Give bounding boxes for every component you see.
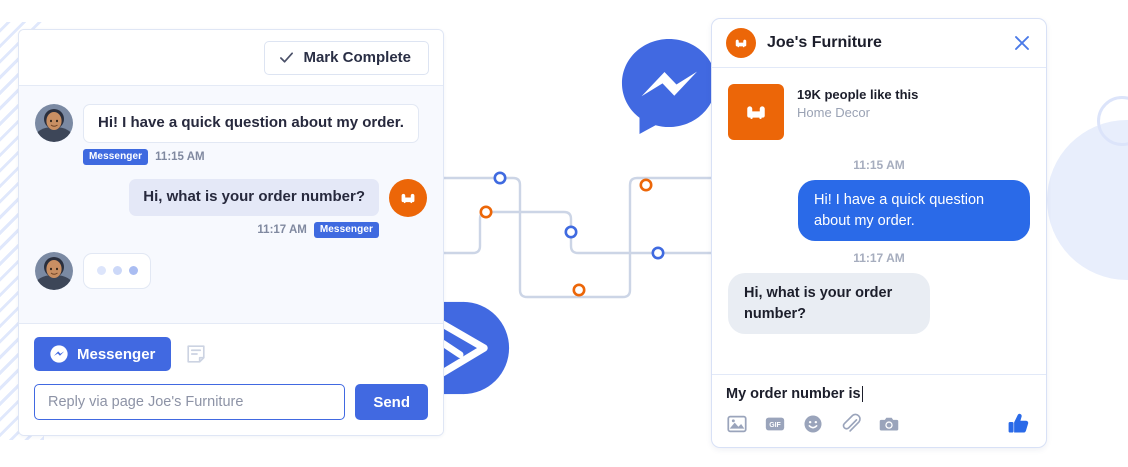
connector-node-blue-3	[651, 246, 665, 260]
messenger-composer: My order number is GIF	[712, 374, 1046, 447]
thumbs-up-icon[interactable]	[1006, 411, 1032, 437]
reply-composer: Messenger Send	[19, 323, 443, 435]
composer-tabs: Messenger	[34, 337, 428, 371]
agent-inbox-panel: Mark Complete	[18, 29, 444, 436]
composer-row: Send	[34, 384, 428, 420]
page-thumbnail	[728, 84, 784, 140]
connector-diagram	[418, 171, 738, 299]
inbox-toolbar: Mark Complete	[19, 30, 443, 86]
checkmark-icon	[280, 52, 294, 63]
messenger-window-header: Joe's Furniture	[712, 19, 1046, 68]
typing-dot	[128, 266, 138, 275]
armchair-icon	[735, 39, 747, 48]
message-timestamp: 11:15 AM	[853, 158, 905, 172]
typing-dot	[96, 266, 106, 275]
page-category: Home Decor	[797, 105, 870, 120]
tab-messenger-label: Messenger	[77, 345, 156, 363]
messenger-window-title: Joe's Furniture	[767, 34, 882, 51]
messenger-window-body: 19K people like this Home Decor 11:15 AM…	[712, 68, 1046, 374]
messenger-logo-icon	[621, 38, 717, 135]
message-row-outgoing: Hi, what is your order number? 11:17 AM …	[35, 178, 427, 238]
note-icon[interactable]	[185, 343, 207, 365]
close-icon[interactable]	[1012, 33, 1032, 53]
message-timestamp: 11:17 AM	[257, 223, 307, 236]
typing-indicator	[83, 252, 151, 289]
conversation-thread: Hi! I have a quick question about my ord…	[19, 86, 443, 323]
messenger-window: Joe's Furniture 19K people like this Hom…	[711, 18, 1047, 448]
message-row-outgoing: Hi! I have a quick question about my ord…	[728, 180, 1030, 242]
messenger-draft-text: My order number is	[726, 386, 861, 402]
text-caret	[861, 386, 864, 402]
connector-node-orange-3	[572, 283, 586, 297]
message-row-incoming: Hi! I have a quick question about my ord…	[35, 104, 427, 165]
message-meta-incoming: Messenger 11:15 AM	[83, 148, 419, 165]
mark-complete-button[interactable]: Mark Complete	[264, 40, 429, 75]
channel-badge: Messenger	[83, 148, 149, 165]
message-bubble-incoming: Hi, what is your order number?	[728, 273, 930, 335]
image-icon[interactable]	[726, 413, 748, 435]
tab-messenger[interactable]: Messenger	[34, 337, 172, 371]
messenger-composer-icons: GIF	[726, 411, 1032, 437]
page-avatar	[726, 28, 756, 58]
paperclip-icon[interactable]	[840, 413, 862, 435]
background-ring-decoration	[1097, 96, 1128, 146]
connector-node-blue-1	[493, 171, 507, 185]
connector-node-orange-2	[639, 178, 653, 192]
page-info-text: 19K people like this Home Decor	[797, 84, 918, 120]
page-likes-count: 19K people like this	[797, 87, 919, 102]
messenger-draft-row[interactable]: My order number is	[726, 386, 1032, 402]
camera-icon[interactable]	[878, 413, 900, 435]
connector-node-blue-2	[564, 225, 578, 239]
message-meta-outgoing: 11:17 AM Messenger	[257, 221, 379, 238]
emoji-icon[interactable]	[802, 413, 824, 435]
send-button[interactable]: Send	[355, 384, 428, 420]
message-timestamp: 11:15 AM	[155, 150, 205, 163]
page-info-card: 19K people like this Home Decor	[728, 84, 1030, 140]
customer-avatar	[35, 251, 73, 290]
customer-avatar	[35, 104, 73, 142]
mark-complete-label: Mark Complete	[303, 49, 411, 66]
message-timestamp: 11:17 AM	[853, 251, 905, 266]
message-bubble-outgoing: Hi, what is your order number?	[129, 178, 379, 216]
gif-icon[interactable]: GIF	[764, 413, 786, 435]
page-avatar	[389, 178, 427, 217]
incoming-message-block: Hi! I have a quick question about my ord…	[83, 104, 419, 165]
armchair-icon	[747, 106, 765, 119]
armchair-icon	[401, 193, 415, 203]
gif-label: GIF	[769, 422, 781, 429]
message-row-incoming: Hi, what is your order number?	[728, 273, 1030, 335]
typing-dot	[112, 266, 122, 275]
message-bubble-incoming: Hi! I have a quick question about my ord…	[83, 104, 419, 143]
channel-badge: Messenger	[313, 221, 379, 238]
typing-indicator-row	[35, 251, 427, 290]
connector-node-orange-1	[479, 205, 493, 219]
outgoing-message-block: Hi, what is your order number? 11:17 AM …	[129, 178, 379, 238]
message-bubble-outgoing: Hi! I have a quick question about my ord…	[798, 180, 1030, 242]
messenger-icon	[50, 345, 68, 363]
reply-input[interactable]	[34, 384, 346, 420]
